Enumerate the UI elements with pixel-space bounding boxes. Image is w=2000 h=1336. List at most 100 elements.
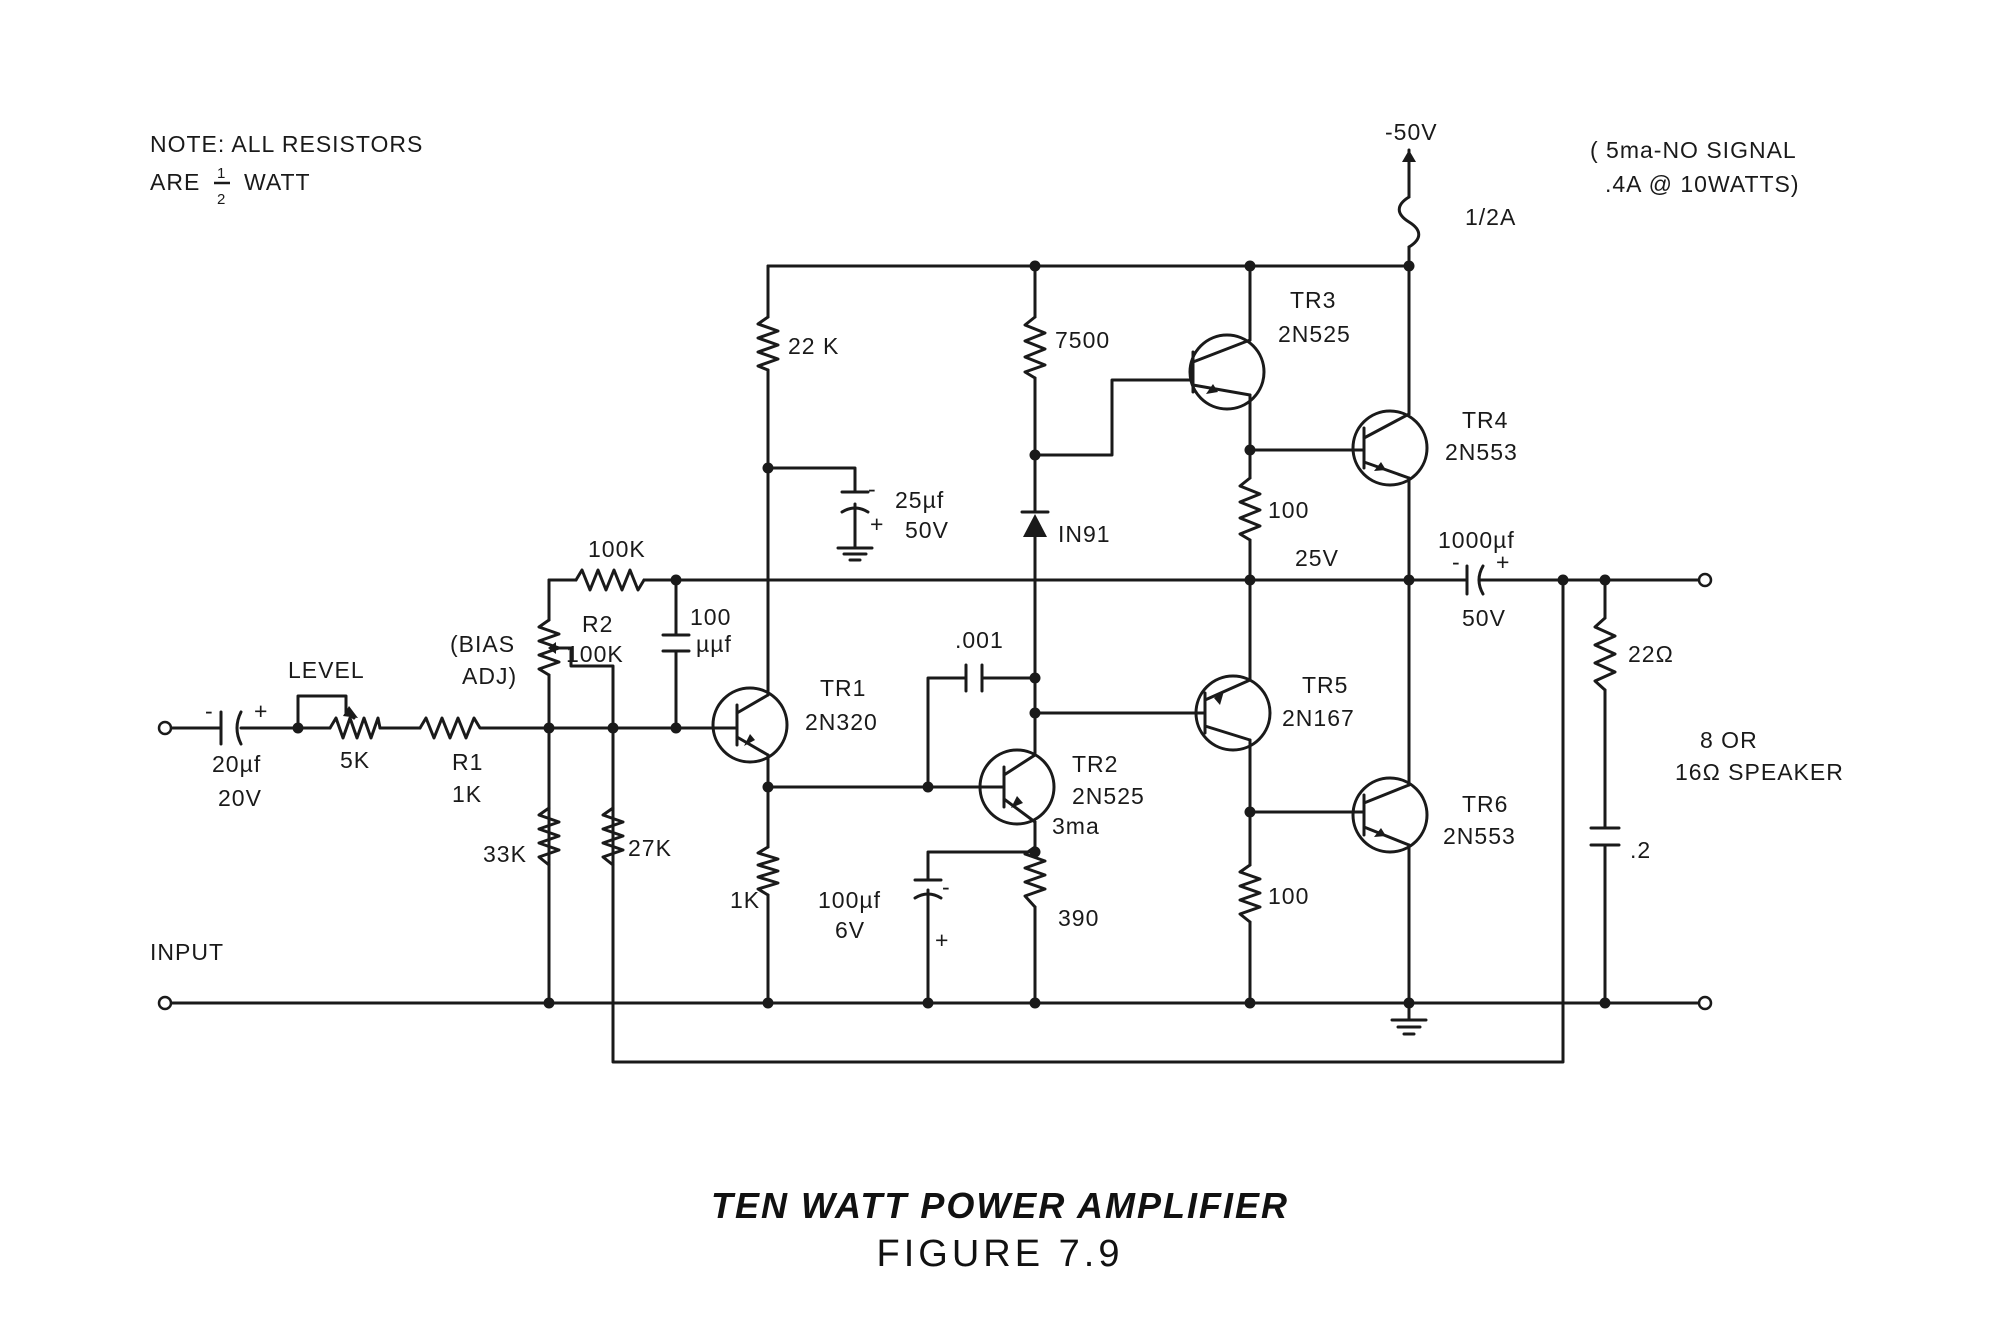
resistor-r1	[418, 716, 487, 740]
transistor-tr2	[926, 748, 1056, 826]
transistor-tr4	[1351, 409, 1429, 487]
tr4-type-label: 2N553	[1445, 439, 1518, 465]
caption-title: TEN WATT POWER AMPLIFIER	[711, 1185, 1289, 1226]
capacitor-1000uf	[1453, 564, 1497, 596]
speaker-label-line1: 8 OR	[1700, 727, 1758, 753]
supply-arrow	[1402, 148, 1416, 162]
c001-label: .001	[955, 627, 1004, 653]
c100uuf-label-line2: µµf	[696, 631, 732, 657]
capacitors	[219, 490, 1621, 917]
tr5-type-label: 2N167	[1282, 705, 1355, 731]
polarity-marks: - + - + - + - +	[205, 476, 1510, 953]
r1-value-label: 1K	[452, 781, 482, 807]
svg-text:+: +	[254, 698, 268, 724]
resistors	[328, 315, 1617, 924]
resistor-390	[1023, 845, 1047, 909]
c25uf-value-label: 25µf	[895, 487, 944, 513]
resistor-33k	[537, 806, 561, 867]
diode-label: IN91	[1058, 521, 1111, 547]
r22k-label: 22 K	[788, 333, 839, 359]
c100uuf-label-line1: 100	[690, 604, 731, 630]
diode-in91	[1020, 510, 1050, 537]
c-in-value-label: 20µf	[212, 751, 261, 777]
resistor-feedback-100k	[574, 568, 646, 592]
c-in-voltage-label: 20V	[218, 785, 262, 811]
r33k-label: 33K	[483, 841, 527, 867]
wires	[163, 158, 1707, 1064]
transistor-tr6	[1351, 776, 1429, 854]
note-line1: NOTE: ALL RESISTORS	[150, 131, 423, 157]
tr2-current-label: 3ma	[1052, 813, 1100, 839]
c100uf-value-label: 100µf	[818, 887, 881, 913]
r27k-label: 27K	[628, 835, 672, 861]
mid-voltage-label: 25V	[1295, 545, 1339, 571]
feedback-resistor-label: 100K	[588, 536, 646, 562]
supply-current-line1: ( 5ma-NO SIGNAL	[1590, 137, 1797, 163]
r2-name-label: R2	[582, 611, 613, 637]
capacitor-100uf	[913, 878, 943, 917]
transistor-tr3	[1183, 333, 1266, 411]
transistor-tr1	[711, 686, 789, 764]
fuse-rating-label: 1/2A	[1465, 204, 1516, 230]
r22-ohm-label: 22Ω	[1628, 641, 1674, 667]
supply-voltage-label: -50V	[1385, 119, 1438, 145]
pot-wipers	[343, 642, 563, 720]
tr3-type-label: 2N525	[1278, 321, 1351, 347]
tr6-type-label: 2N553	[1443, 823, 1516, 849]
junction-dots	[292, 260, 1611, 1009]
resistor-22-ohm	[1593, 616, 1617, 692]
capacitor-input-20uf	[219, 710, 243, 746]
output-terminal-ground	[1697, 995, 1713, 1011]
r100-bottom-label: 100	[1268, 883, 1309, 909]
tr2-name-label: TR2	[1072, 751, 1118, 777]
c100uf-voltage-label: 6V	[835, 917, 865, 943]
svg-text:-: -	[205, 698, 214, 724]
capacitor-25uf	[840, 490, 870, 532]
r100-top-label: 100	[1268, 497, 1309, 523]
tr3-name-label: TR3	[1290, 287, 1336, 313]
c-out-label: .2	[1630, 837, 1651, 863]
svg-text:+: +	[870, 511, 884, 537]
svg-text:-: -	[868, 476, 877, 502]
capacitor-001	[964, 663, 984, 693]
r7500-label: 7500	[1055, 327, 1110, 353]
caption-figure: FIGURE 7.9	[877, 1233, 1124, 1275]
tr6-name-label: TR6	[1462, 791, 1508, 817]
svg-text:+: +	[1496, 549, 1510, 575]
note-fraction-numerator: 1	[217, 165, 226, 182]
level-label: LEVEL	[288, 657, 365, 683]
ground-symbol-25uf	[836, 543, 874, 562]
resistor-level-pot	[328, 716, 382, 740]
input-terminal-ground	[157, 995, 173, 1011]
svg-text:+: +	[935, 927, 949, 953]
fuse-symbol	[1397, 195, 1421, 249]
terminals	[157, 572, 1713, 1011]
note-line2-end: WATT	[244, 169, 311, 195]
r1-name-label: R1	[452, 749, 483, 775]
capacitor-0.2	[1589, 826, 1621, 847]
note-line2: ARE	[150, 169, 200, 195]
speaker-label-line2: 16Ω SPEAKER	[1675, 759, 1844, 785]
tr1-type-label: 2N320	[805, 709, 878, 735]
capacitor-100uuf	[661, 633, 691, 653]
r1k-emitter-label: 1K	[730, 887, 760, 913]
resistor-1k-emitter	[756, 845, 780, 897]
r2-value-label: 100K	[566, 641, 624, 667]
resistor-100-top	[1238, 476, 1262, 542]
input-label: INPUT	[150, 939, 224, 965]
note-fraction-denominator: 2	[217, 191, 226, 208]
resistor-22k	[756, 315, 780, 372]
resistor-7500	[1023, 315, 1047, 380]
svg-text:-: -	[1452, 549, 1461, 575]
output-terminal-signal	[1697, 572, 1713, 588]
input-terminal-signal	[157, 720, 173, 736]
bias-label-line2: ADJ)	[462, 663, 517, 689]
ground-symbol-main	[1390, 1018, 1428, 1036]
resistor-27k	[601, 806, 625, 867]
resistor-100-bottom	[1238, 863, 1262, 924]
c1000uf-value-label: 1000µf	[1438, 527, 1515, 553]
svg-text:-: -	[942, 874, 951, 900]
tr4-name-label: TR4	[1462, 407, 1508, 433]
tr1-name-label: TR1	[820, 675, 866, 701]
